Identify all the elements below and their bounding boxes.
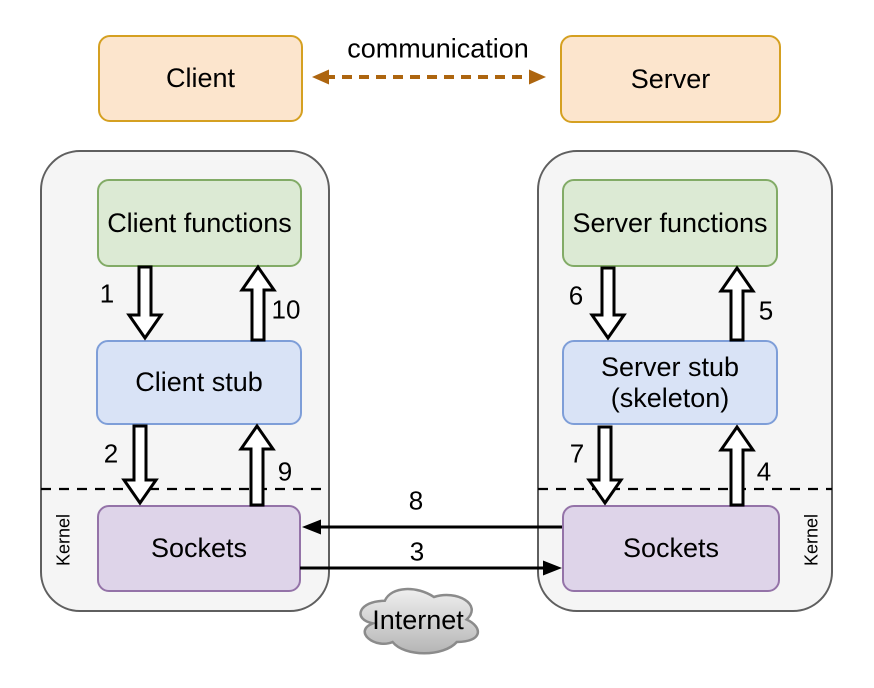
step-label-7: 7: [569, 438, 585, 469]
step-label-9: 9: [277, 456, 293, 487]
step-label-2: 2: [103, 438, 119, 469]
server-functions-box: Server functions: [562, 179, 778, 267]
server-kernel-label: Kernel: [801, 513, 822, 567]
server-stub-label-line2: (skeleton): [610, 382, 730, 413]
step-label-1: 1: [99, 278, 115, 309]
step-label-3: 3: [409, 536, 425, 567]
server-box-label: Server: [630, 63, 711, 94]
server-sockets-box: Sockets: [562, 505, 780, 592]
server-sockets-label: Sockets: [622, 533, 720, 563]
client-box: Client: [98, 35, 303, 122]
communication-arrowhead-left-icon: [312, 69, 329, 85]
client-stub-label: Client stub: [135, 367, 263, 397]
server-stub-label-line1: Server stub: [600, 352, 740, 383]
internet-cloud-icon: [359, 587, 479, 655]
client-stub-box: Client stub: [96, 340, 302, 425]
internet-cloud-label: Internet: [372, 605, 464, 635]
client-functions-label: Client functions: [107, 207, 292, 238]
client-box-label: Client: [165, 63, 236, 93]
client-sockets-box: Sockets: [97, 505, 301, 592]
step-label-5: 5: [758, 295, 774, 326]
server-functions-label: Server functions: [572, 207, 768, 238]
communication-label: communication: [347, 33, 529, 64]
step-label-6: 6: [568, 280, 584, 311]
step-label-8: 8: [408, 485, 424, 516]
client-functions-box: Client functions: [97, 179, 302, 267]
client-sockets-label: Sockets: [150, 533, 248, 563]
client-kernel-label: Kernel: [53, 513, 74, 567]
server-stub-box: Server stub (skeleton): [562, 340, 778, 425]
step-label-4: 4: [756, 456, 772, 487]
server-box: Server: [560, 35, 781, 123]
communication-arrowhead-right-icon: [529, 69, 546, 85]
step-label-10: 10: [271, 294, 301, 325]
